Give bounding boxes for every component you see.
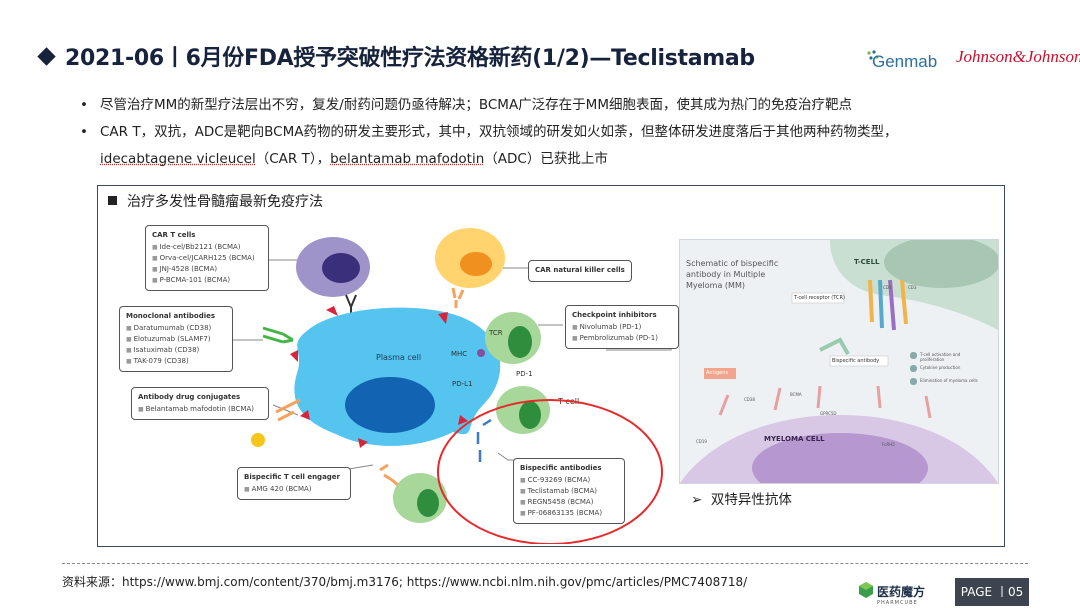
immunotherapy-diagram: Plasma cell TCR MHC PD-1 PD-L1 T cell (223, 228, 672, 544)
bite-box: Bispecific T cell engager AMG 420 (BCMA) (237, 467, 351, 500)
plasma-cell (290, 306, 501, 448)
bullet-1: 尽管治疗MM的新型疗法层出不穷，复发/耐药问题仍亟待解决；BCMA广泛存在于MM… (80, 92, 1040, 119)
bispecific-box: Bispecific antibodies CC-93269 (BCMA) Te… (513, 458, 625, 524)
page-number: PAGE 丨05 (955, 578, 1029, 606)
bispecific-schematic-panel: Schematic of bispecific antibody in Mult… (679, 239, 999, 484)
bispecific-t-cell (496, 386, 550, 434)
svg-text:TCR: TCR (488, 329, 503, 337)
pharmcube-logo-icon (858, 581, 874, 603)
figure-frame (97, 185, 1005, 547)
genmab-logo-icon (866, 48, 880, 67)
svg-text:PD-L1: PD-L1 (452, 380, 473, 388)
car-t-cell (296, 237, 370, 297)
genmab-logo: Genmab (872, 52, 938, 71)
svg-text:PD-1: PD-1 (516, 370, 533, 378)
bullet-list: 尽管治疗MM的新型疗法层出不穷，复发/耐药问题仍亟待解决；BCMA广泛存在于MM… (80, 92, 1040, 173)
plasma-cell-label: Plasma cell (376, 353, 421, 362)
checkpoint-box: Checkpoint inhibitors Nivolumab (PD-1) P… (565, 305, 679, 349)
footer-divider (62, 563, 1028, 564)
slide-title: 2021-06丨6月份FDA授予突破性疗法资格新药(1/2)—Teclistam… (37, 40, 755, 72)
jnj-logo: Johnson&Johnson (956, 47, 1080, 66)
figure-title: 治疗多发性骨髓瘤最新免疫疗法 (108, 191, 323, 211)
car-nk-cell (435, 228, 505, 288)
drug-belantamab: belantamab mafodotin (330, 151, 485, 167)
schematic-title: Schematic of bispecific antibody in Mult… (686, 259, 779, 290)
bite-t-cell (393, 473, 447, 523)
adc-box: Antibody drug conjugates Belantamab mafo… (131, 387, 269, 420)
bispecific-schematic-diagram (680, 240, 998, 483)
drug-ide-cel: idecabtagene vicleucel (100, 151, 256, 167)
bispecific-highlight-ring (437, 399, 663, 544)
source-citation: 资料来源：https://www.bmj.com/content/370/bmj… (62, 575, 748, 589)
car-nk-box: CAR natural killer cells (528, 260, 632, 282)
schematic-caption: ➢ 双特异性抗体 (691, 492, 792, 508)
toxin-payload-icon (251, 433, 265, 447)
car-t-box: CAR T cells Ide-cel/Bb2121 (BCMA) Orva-c… (145, 225, 269, 291)
monoclonal-box: Monoclonal antibodies Daratumumab (CD38)… (119, 306, 233, 372)
square-bullet-icon (108, 196, 117, 205)
diamond-bullet-icon (37, 47, 56, 66)
pharmcube-logo: 医药魔方 PHARMCUBE (877, 585, 926, 606)
bullet-2: CAR T，双抗，ADC是靶向BCMA药物的研发主要形式，其中，双抗领域的研发如… (80, 119, 1040, 173)
svg-text:MHC: MHC (451, 350, 467, 358)
checkpoint-t-cell (485, 312, 541, 364)
